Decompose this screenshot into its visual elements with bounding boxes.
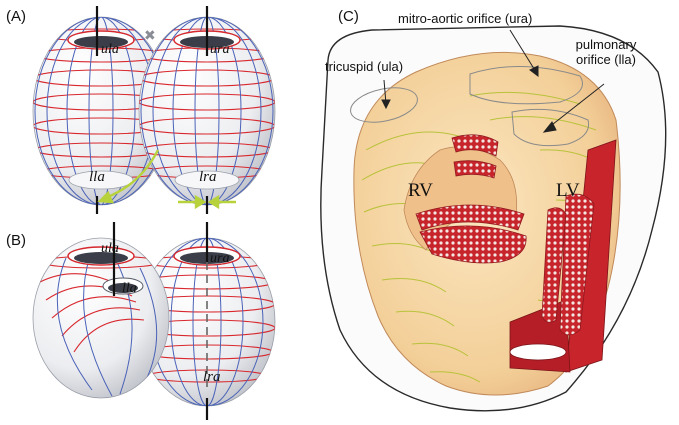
panel-c-label: (C) (338, 8, 359, 25)
panel-b-label: (B) (6, 232, 26, 249)
panel-a-ura-label: ura (210, 42, 229, 57)
panel-a-ula-label: ula (101, 42, 119, 57)
panel-a-cross-mark: ✖ (144, 27, 156, 43)
mitro-aortic-label: mitro-aortic orifice (ura) (398, 11, 532, 26)
panel-b-lra-label: lra (203, 369, 221, 385)
panel-a-label: (A) (6, 8, 26, 25)
rv-label: RV (408, 180, 433, 201)
panel-a-lra-label: lra (199, 169, 217, 185)
lv-label: LV (556, 180, 580, 201)
panel-a-lla-label: lla (89, 169, 105, 185)
pulmonary-label-line2: orifice (lla) (576, 52, 636, 67)
panel-a: ✖ (A) ula ura lla lra (6, 6, 275, 214)
panel-b-lla-label: lla (122, 281, 137, 296)
panel-b-left-sphere (33, 238, 169, 398)
panel-b-ura-label: ura (210, 251, 229, 266)
pulmonary-label-line1: pulmonary (576, 37, 637, 52)
tricuspid-label: tricuspid (ula) (325, 59, 403, 74)
panel-b-ula-label: ula (101, 241, 119, 256)
panel-c: (C) mitro-aortic orifice (ura) tricuspid… (321, 8, 666, 411)
panel-b: (B) ula ura lla lra (6, 222, 275, 420)
